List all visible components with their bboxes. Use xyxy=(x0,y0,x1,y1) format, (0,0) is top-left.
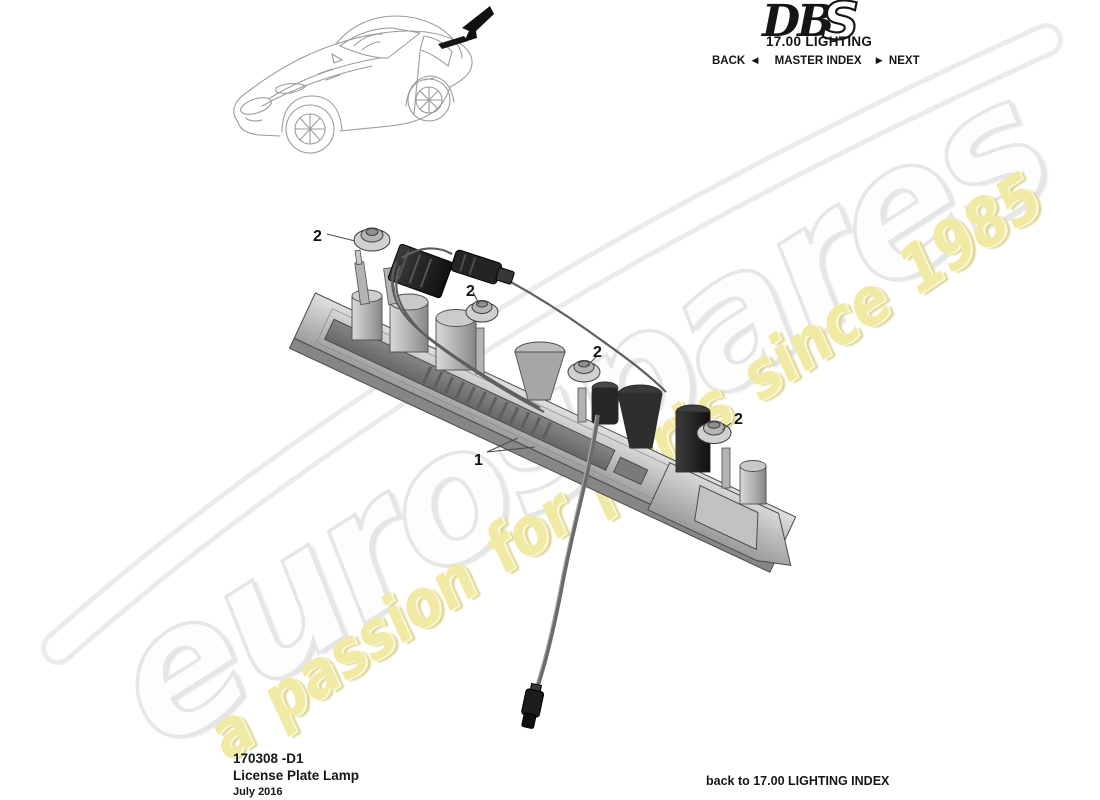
lamp-location-mark xyxy=(438,36,468,49)
flange-nut xyxy=(696,420,732,444)
callout-label: 2 xyxy=(593,344,602,361)
doc-number: 170308 -D1 xyxy=(233,751,304,766)
nav-back-link[interactable]: BACK xyxy=(712,55,746,67)
nav-master-index-link[interactable]: MASTER INDEX xyxy=(774,55,862,67)
back-to-index-link[interactable]: back to 17.00 LIGHTING INDEX xyxy=(706,774,890,788)
location-arrow-icon xyxy=(462,6,494,42)
lamp-cable-highlight xyxy=(534,414,597,689)
lamp-bar-housing xyxy=(288,292,797,573)
logo-s-text: S xyxy=(822,0,859,50)
swoosh-band-core xyxy=(46,28,1058,660)
flange-nut xyxy=(353,227,391,252)
callout-label: 2 xyxy=(466,283,475,300)
callout-label: 2 xyxy=(734,411,743,428)
inline-connector xyxy=(450,249,515,285)
callout-label: 1 xyxy=(474,452,483,469)
logo-db-text: DB xyxy=(760,0,833,47)
flange-nut xyxy=(567,360,601,383)
doc-title: License Plate Lamp xyxy=(233,768,360,783)
section-title: 17.00 LIGHTING xyxy=(766,34,873,49)
bulb-sockets xyxy=(591,381,767,505)
document-info: 170308 -D1 License Plate Lamp July 2016 xyxy=(233,751,359,798)
mounting-studs xyxy=(354,249,731,489)
callout-label: 2 xyxy=(313,228,322,245)
channel-ribs xyxy=(422,366,552,440)
car-location-illustration xyxy=(233,6,494,154)
dbs-logo: DB S xyxy=(760,0,861,50)
lamp-cable xyxy=(535,414,600,689)
nav-back-arrow-icon[interactable]: ◄ xyxy=(749,55,761,67)
nav-next-link[interactable]: NEXT xyxy=(888,55,920,67)
flange-nut xyxy=(465,300,499,323)
cable-connector xyxy=(521,682,545,729)
nav-next-arrow-icon[interactable]: ► xyxy=(873,55,885,67)
index-navigation: BACK ◄ MASTER INDEX ► NEXT xyxy=(712,55,920,67)
callout-leaders xyxy=(326,233,732,453)
doc-date: July 2016 xyxy=(233,786,283,798)
